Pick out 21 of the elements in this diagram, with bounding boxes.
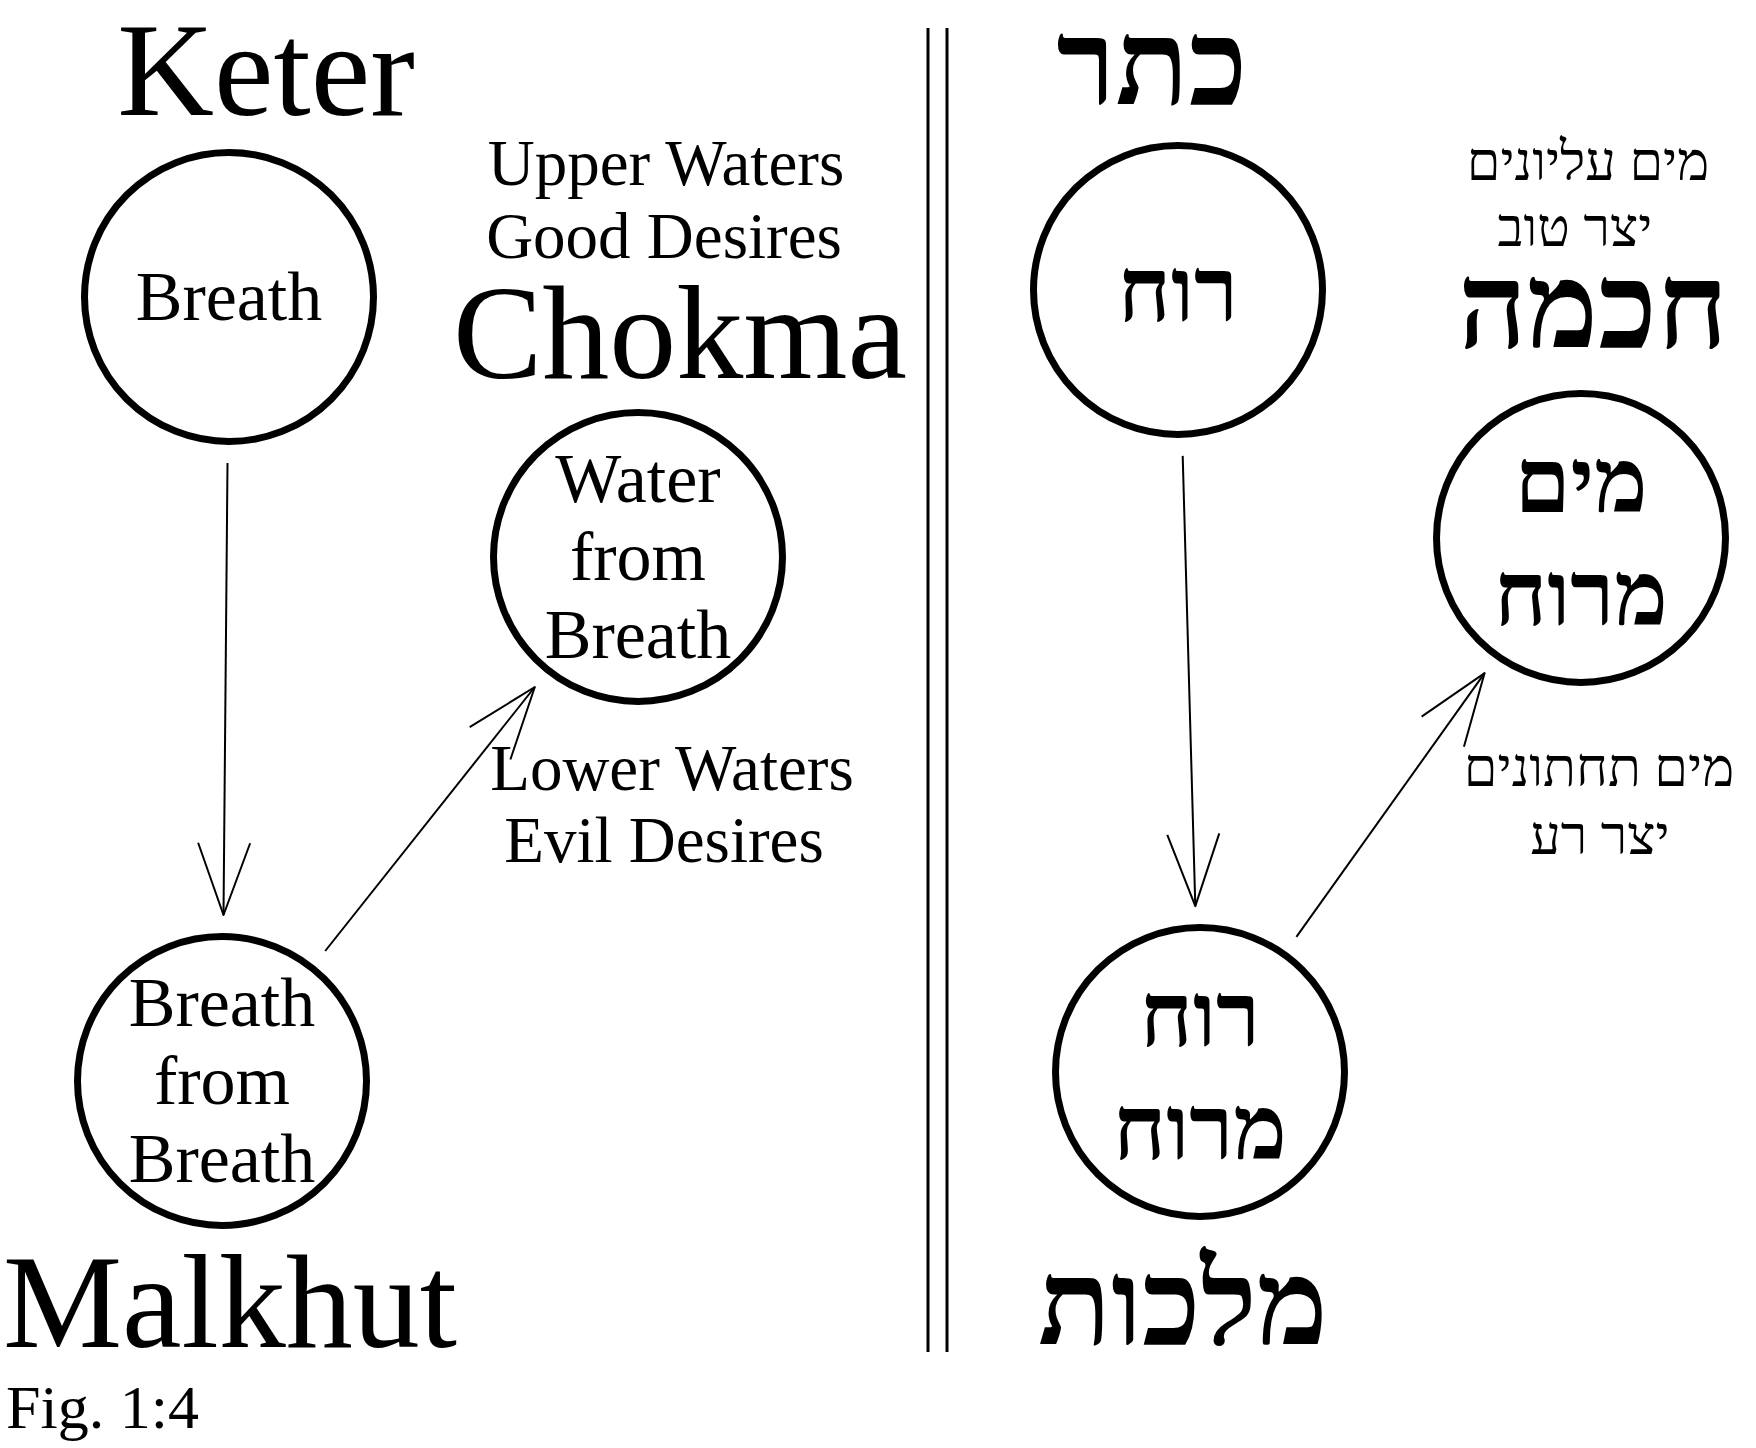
heading: כתר — [1056, 4, 1248, 124]
circle-node: מים מרוח — [1433, 390, 1729, 686]
circle-node: Breath — [81, 149, 377, 445]
circle-node: רוח מרוח — [1052, 924, 1348, 1220]
annotation: Good Desires — [486, 203, 842, 269]
arrow — [1295, 672, 1486, 938]
heading: Keter — [117, 3, 415, 137]
annotation: Lower Waters — [490, 735, 854, 801]
annotation: יצר רע — [1530, 809, 1670, 863]
annotation: מים עליונים — [1466, 135, 1710, 189]
heading: Chokma — [452, 266, 908, 400]
arrow — [197, 462, 252, 916]
annotation: Evil Desires — [504, 807, 824, 873]
circle-node: Breath from Breath — [74, 933, 370, 1229]
circle-node: רוח — [1030, 142, 1326, 438]
circle-node: Water from Breath — [490, 409, 786, 705]
annotation: מים תחתונים — [1463, 741, 1735, 795]
arrow — [1166, 454, 1221, 908]
arrow — [324, 686, 536, 952]
heading: Malkhut — [2, 1235, 458, 1369]
heading: מלכות — [1038, 1244, 1328, 1364]
